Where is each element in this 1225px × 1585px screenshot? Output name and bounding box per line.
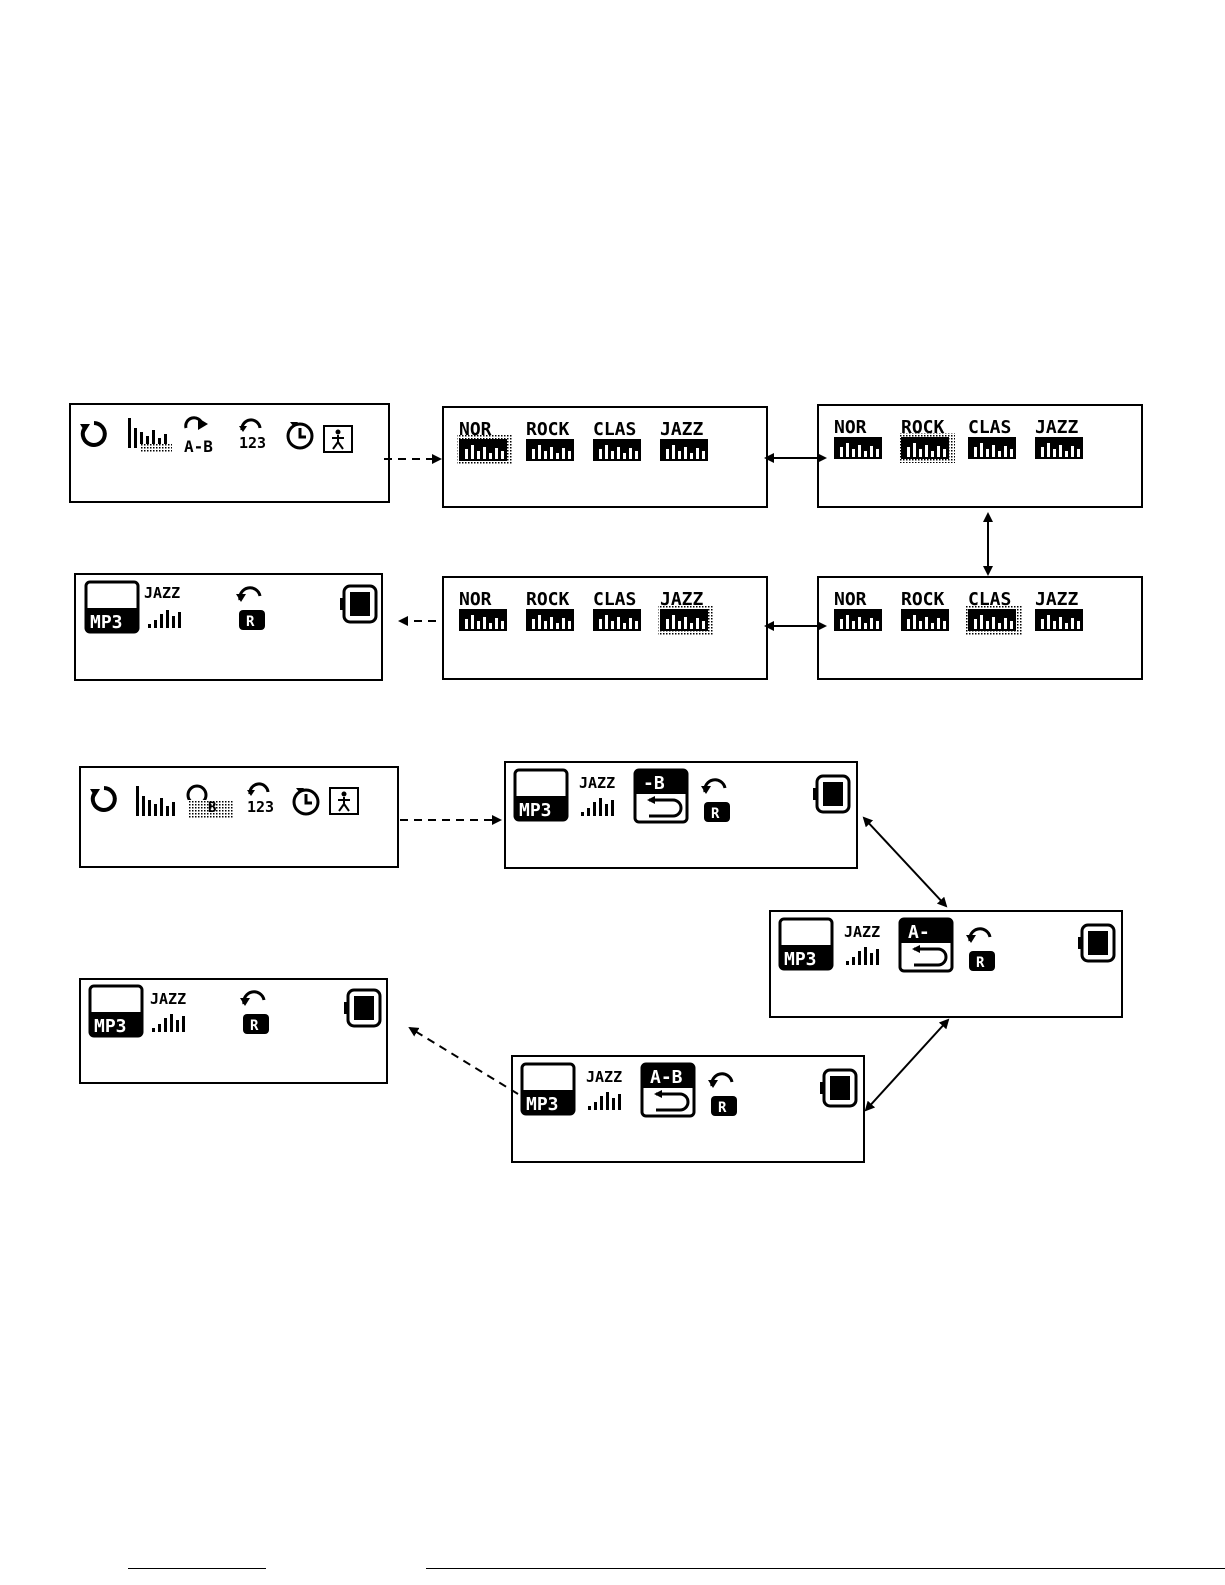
eq-option-label: JAZZ: [660, 589, 704, 610]
eq-option-label: ROCK: [526, 589, 570, 610]
screen-ab-b: MP3 JAZZ -B R: [505, 762, 857, 868]
format-label: MP3: [519, 800, 552, 821]
svg-text:A-B: A-B: [184, 437, 213, 456]
screen-play-jazz-1: MP3 JAZZ R: [75, 574, 382, 680]
eq-bars-icon: [1035, 437, 1083, 459]
eq-bars-icon: [968, 609, 1016, 631]
repeat-badge: R: [246, 614, 255, 630]
format-label: MP3: [90, 612, 123, 633]
screen-eq-rock: NOR ROCK CLAS JAZZ: [818, 405, 1142, 507]
eq-bars-icon: [834, 609, 882, 631]
eq-option-rock[interactable]: ROCK: [526, 419, 574, 461]
exit-icon: [324, 426, 352, 452]
screen-ab-a: MP3 JAZZ A- R: [770, 911, 1122, 1017]
battery-icon: [344, 990, 380, 1026]
eq-option-clas[interactable]: CLAS: [593, 589, 641, 631]
eq-option-label: CLAS: [593, 589, 636, 610]
arrow-a-to-ab: [866, 1020, 948, 1110]
screen-play-jazz-2: MP3 JAZZ R: [80, 979, 387, 1083]
ab-state-label: A-B: [650, 1067, 683, 1088]
eq-option-label: NOR: [834, 589, 867, 610]
eq-label: JAZZ: [150, 990, 186, 1008]
screen-eq-nor: NOR ROCK CLAS JAZZ: [443, 407, 767, 507]
eq-bars-icon: [901, 609, 949, 631]
format-label: MP3: [526, 1094, 559, 1115]
eq-option-label: CLAS: [968, 589, 1011, 610]
battery-icon: [813, 776, 849, 812]
repeat-badge: R: [718, 1100, 727, 1116]
eq-bars-icon: [660, 439, 708, 461]
exit-icon: [330, 788, 358, 814]
eq-label: JAZZ: [579, 774, 615, 792]
footer-rule-right: [426, 1568, 1225, 1569]
screen-ab-ab: MP3 JAZZ A-B R: [512, 1056, 864, 1162]
eq-bars-icon: [526, 609, 574, 631]
eq-option-clas[interactable]: CLAS: [968, 417, 1016, 459]
battery-icon: [1078, 925, 1114, 961]
battery-icon: [340, 586, 376, 622]
eq-option-jazz[interactable]: JAZZ: [1035, 589, 1083, 631]
eq-label: JAZZ: [144, 584, 180, 602]
repeat-badge: R: [711, 806, 720, 822]
footer-rule-left: [128, 1568, 266, 1569]
eq-bars-icon: [526, 439, 574, 461]
eq-option-label: JAZZ: [660, 419, 704, 440]
eq-option-label: ROCK: [901, 417, 945, 438]
screen-eq-jazz: NOR ROCK CLAS JAZZ: [443, 577, 767, 679]
arrow-b-to-a: [864, 818, 946, 906]
ab-state-label: A-: [908, 922, 930, 943]
eq-label: JAZZ: [844, 923, 880, 941]
battery-icon: [820, 1070, 856, 1106]
eq-option-jazz[interactable]: JAZZ: [660, 419, 708, 461]
eq-option-rock[interactable]: ROCK: [526, 589, 574, 631]
eq-option-label: CLAS: [968, 417, 1011, 438]
eq-option-clas[interactable]: CLAS: [593, 419, 641, 461]
screen-menu-ab: B: [80, 767, 398, 867]
eq-bars-icon: [834, 437, 882, 459]
eq-bars-icon: [901, 437, 949, 459]
screen-eq-clas: NOR ROCK CLAS JAZZ: [818, 577, 1142, 679]
eq-bars-icon: [459, 609, 507, 631]
eq-option-label: JAZZ: [1035, 417, 1079, 438]
eq-option-label: NOR: [834, 417, 867, 438]
format-label: MP3: [94, 1016, 127, 1037]
eq-option-label: ROCK: [526, 419, 570, 440]
eq-bars-icon: [660, 609, 708, 631]
eq-bars-icon: [968, 437, 1016, 459]
repeat-badge: R: [250, 1018, 259, 1034]
eq-label: JAZZ: [586, 1068, 622, 1086]
eq-option-rock[interactable]: ROCK: [901, 589, 949, 631]
eq-bars-icon: [459, 439, 507, 461]
svg-text:B: B: [208, 800, 216, 816]
eq-bars-icon: [593, 609, 641, 631]
arrow-ab-to-play: [410, 1028, 518, 1094]
ab-state-label: -B: [643, 773, 665, 794]
eq-option-label: NOR: [459, 419, 492, 440]
eq-bars-icon: [593, 439, 641, 461]
eq-option-label: JAZZ: [1035, 589, 1079, 610]
eq-option-label: ROCK: [901, 589, 945, 610]
repeat-badge: R: [976, 955, 985, 971]
format-label: MP3: [784, 949, 817, 970]
eq-option-label: NOR: [459, 589, 492, 610]
screen-menu-eq: A-B: [70, 404, 389, 502]
eq-bars-icon: [1035, 609, 1083, 631]
eq-option-label: CLAS: [593, 419, 636, 440]
eq-option-jazz[interactable]: JAZZ: [1035, 417, 1083, 459]
